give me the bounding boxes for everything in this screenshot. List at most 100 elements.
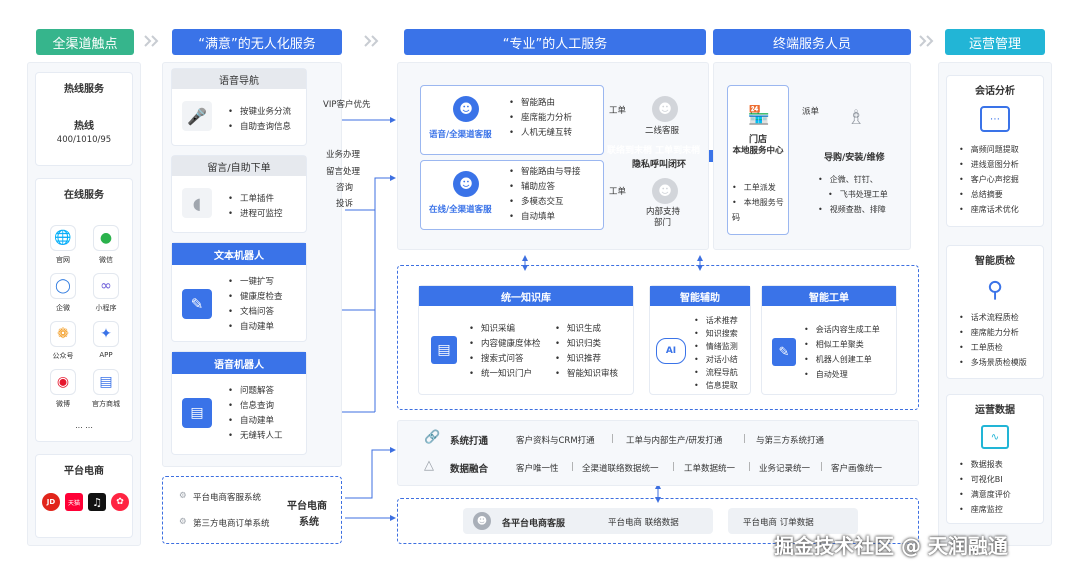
robot-icon: ▤ bbox=[182, 398, 212, 428]
online-service-title: 在线服务 bbox=[64, 189, 104, 201]
privacy-call-label: 隐私呼叫闭环 bbox=[632, 160, 687, 170]
gear-icon: ⚙ bbox=[179, 491, 187, 501]
separator: | bbox=[611, 434, 614, 444]
knowledge-base-card: 统一知识库 ▤ 知识采编 内容健康度体检 搜索式问答 统一知识门户 知识生成 知… bbox=[418, 285, 634, 395]
dispatch-label: 派单 bbox=[802, 107, 820, 117]
message-order-card: 留言/自助下单 ◖ 工单插件 进程可监控 bbox=[171, 155, 307, 233]
qc-item: 座席能力分析 bbox=[959, 325, 1027, 340]
ops-data-card: 运营数据 ∿ 数据报表 可视化BI 满意度评价 座席监控 bbox=[946, 394, 1044, 524]
system-integration-title: 系统打通 bbox=[450, 436, 489, 447]
internal-avatar-icon: ☻ bbox=[652, 178, 678, 204]
douyin-logo-icon[interactable]: ♫ bbox=[88, 493, 106, 511]
tmall-logo-icon[interactable]: 天猫 bbox=[65, 493, 83, 511]
voice-nav-title: 语音导航 bbox=[172, 69, 306, 89]
kb-item: 智能知识审核 bbox=[555, 367, 618, 382]
ecommerce-bar: ☻ 各平台电商客服 平台电商 联络数据 平台电商 订单数据 bbox=[397, 498, 919, 544]
official-store-icon[interactable]: ▤ bbox=[93, 369, 119, 395]
ticket-item: 机器人创建工单 bbox=[804, 352, 880, 367]
voice-nav-item: 自助查询信息 bbox=[228, 120, 291, 135]
xiaohongshu-logo-icon[interactable]: ✿ bbox=[111, 493, 129, 511]
text-bot-item: 一键扩写 bbox=[228, 275, 283, 290]
agent-avatar-icon: ☻ bbox=[453, 171, 479, 197]
separator: | bbox=[820, 462, 823, 472]
ecom-bar-item: 平台电商 订单数据 bbox=[743, 518, 814, 528]
tier2-label: 二线客服 bbox=[645, 126, 680, 136]
data-fusion-title: 数据融合 bbox=[450, 464, 489, 475]
header-unmanned-service: “满意”的无人化服务 bbox=[172, 29, 342, 55]
ops-data-title: 运营数据 bbox=[975, 404, 1015, 416]
qc-item: 话术流程质检 bbox=[959, 310, 1027, 325]
ops-data-item: 满意度评价 bbox=[959, 487, 1011, 502]
platform-system-title: 平台电商 bbox=[287, 501, 327, 512]
official-account-icon[interactable]: ❁ bbox=[50, 321, 76, 347]
install-item-text: 飞书处理工单 bbox=[839, 190, 888, 199]
header-terminal-staff: 终端服务人员 bbox=[713, 29, 911, 55]
text-bot-title: 文本机器人 bbox=[172, 243, 306, 265]
kb-item: 知识推荐 bbox=[555, 352, 618, 367]
text-bot-card: 文本机器人 ✎ 一键扩写 健康度检查 文档问答 自动建单 bbox=[171, 242, 307, 342]
channel-label: 微博 bbox=[56, 400, 70, 408]
kb-item: 搜索式问答 bbox=[469, 352, 541, 367]
mini-program-icon[interactable]: ∞ bbox=[93, 273, 119, 299]
session-item: 客户心声挖掘 bbox=[959, 172, 1019, 187]
store-subtitle: 本地服务中心 bbox=[732, 146, 784, 156]
install-item: 飞书处理工单 bbox=[818, 187, 888, 202]
ops-data-item: 数据报表 bbox=[959, 457, 1011, 472]
text-bot-item: 健康度检查 bbox=[228, 290, 283, 305]
ticket-item: 相似工单聚类 bbox=[804, 337, 880, 352]
header-omni-channel: 全渠道触点 bbox=[36, 29, 134, 55]
session-analysis-card: 会话分析 ⋯ 高频问题提取 进线意图分析 客户心声挖掘 总结摘要 座席话术优化 bbox=[946, 75, 1044, 227]
weibo-icon[interactable]: ◉ bbox=[50, 369, 76, 395]
header-chevron-3 bbox=[919, 35, 934, 47]
smart-ticket-card: 智能工单 ✎ 会话内容生成工单 相似工单聚类 机器人创建工单 自动处理 bbox=[761, 285, 897, 395]
kb-item: 知识采编 bbox=[469, 322, 541, 337]
smart-ticket-title: 智能工单 bbox=[762, 286, 896, 306]
vip-label: VIP客户优先 bbox=[323, 100, 371, 110]
ticket-label: 工单 bbox=[609, 106, 627, 116]
message-order-title: 留言/自助下单 bbox=[172, 156, 306, 176]
qc-item: 工单质检 bbox=[959, 340, 1027, 355]
wechat-icon[interactable]: ● bbox=[93, 225, 119, 251]
smart-qc-title: 智能质检 bbox=[975, 255, 1015, 267]
app-icon[interactable]: ✦ bbox=[93, 321, 119, 347]
assist-item: 流程导航 bbox=[694, 366, 738, 379]
platform-system-item: 平台电商客服系统 bbox=[193, 493, 262, 503]
intelligence-box bbox=[397, 265, 919, 410]
service-label: 投诉 bbox=[336, 199, 354, 209]
separator: | bbox=[743, 434, 746, 444]
ops-data-item: 可视化BI bbox=[959, 472, 1011, 487]
ecom-bar-cell bbox=[728, 508, 858, 534]
header-human-service: “专业”的人工服务 bbox=[404, 29, 706, 55]
ecom-bar-title: 各平台电商客服 bbox=[502, 519, 566, 529]
ecommerce-card: 平台电商 JD 天猫 ♫ ✿ bbox=[35, 454, 133, 538]
store-item: 工单派发 bbox=[732, 180, 788, 195]
install-item: 企微、钉钉、 bbox=[818, 172, 888, 187]
channel-label: APP bbox=[99, 351, 113, 359]
online-agent-card: ☻ 在线/全渠道客服 智能路由与导接 辅助应答 多模态交互 自动填单 bbox=[420, 160, 604, 230]
dashboard-icon: ∿ bbox=[981, 425, 1009, 449]
hotline-name: 热线 bbox=[74, 120, 94, 132]
service-label: 留言处理 bbox=[326, 167, 361, 177]
magnifier-chart-icon: ⚲ bbox=[986, 277, 1004, 303]
assist-item: 话术推荐 bbox=[694, 314, 738, 327]
header-operations: 运营管理 bbox=[945, 29, 1045, 55]
ecom-bar-item: 平台电商 联络数据 bbox=[608, 518, 679, 528]
website-icon[interactable]: 🌐 bbox=[50, 225, 76, 251]
text-bot-item: 自动建单 bbox=[228, 320, 283, 335]
wecom-icon[interactable]: ◯ bbox=[50, 273, 76, 299]
channel-label: 官网 bbox=[56, 256, 70, 264]
online-service-card: 在线服务 🌐 官网 ● 微信 ◯ 企微 ∞ 小程序 ❁ 公众号 ✦ APP ◉ … bbox=[35, 178, 133, 442]
assist-item: 知识搜索 bbox=[694, 327, 738, 340]
voice-bot-title: 语音机器人 bbox=[172, 352, 306, 374]
online-agent-label: 在线/全渠道客服 bbox=[429, 205, 492, 215]
more-channels: ... ... bbox=[75, 421, 93, 430]
jd-logo-icon[interactable]: JD bbox=[42, 493, 60, 511]
channel-label: 微信 bbox=[99, 256, 113, 264]
header-chevron-1 bbox=[144, 35, 159, 47]
worker-icon: ♗ bbox=[847, 105, 865, 129]
ops-data-item: 座席监控 bbox=[959, 502, 1011, 517]
integration-item: 客户资料与CRM打通 bbox=[516, 436, 595, 446]
ticket-item: 会话内容生成工单 bbox=[804, 322, 880, 337]
voice-bot-item: 无缝转人工 bbox=[228, 429, 283, 444]
online-agent-item: 智能路由与导接 bbox=[509, 165, 581, 180]
